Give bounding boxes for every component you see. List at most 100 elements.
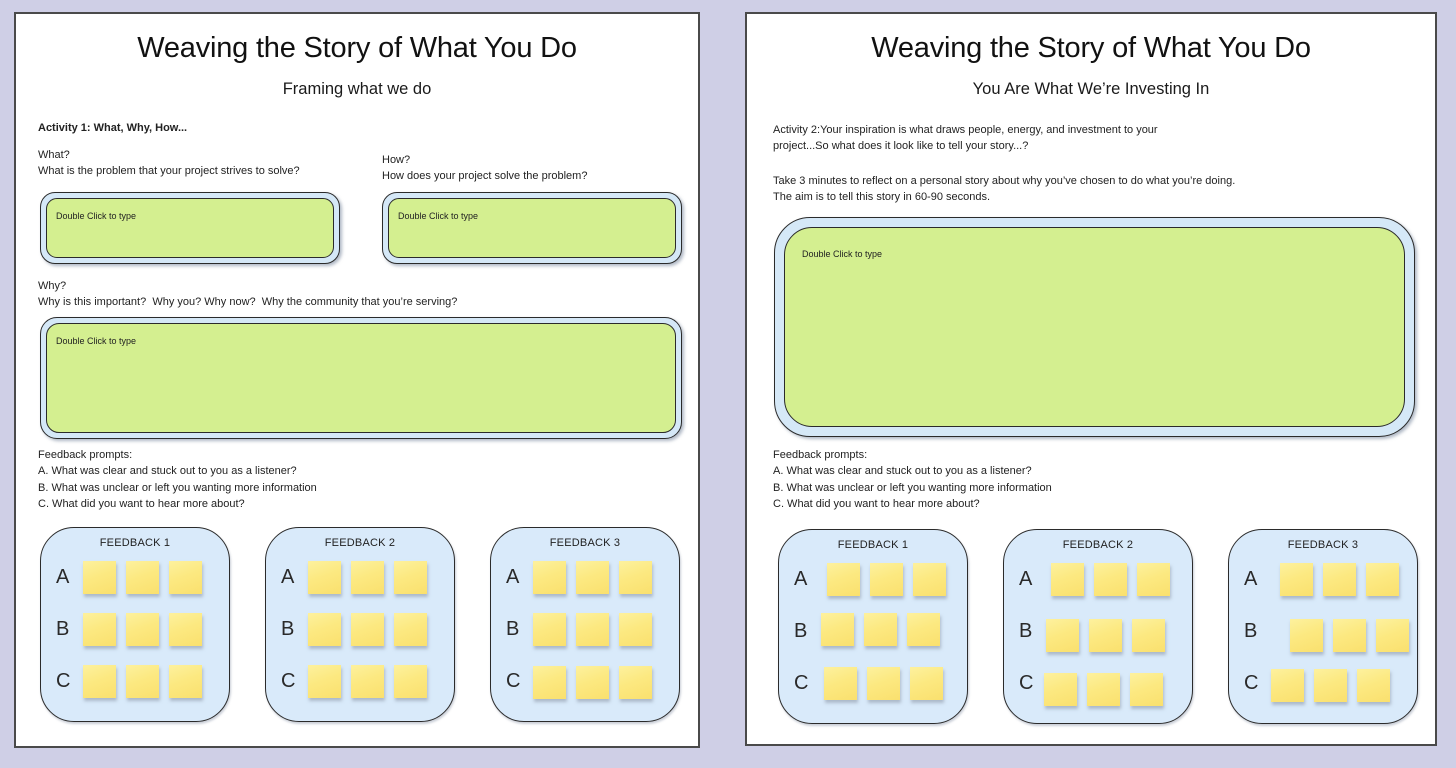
sticky-note[interactable]	[907, 613, 940, 646]
sticky-note[interactable]	[83, 664, 116, 698]
sticky-note[interactable]	[1376, 619, 1409, 652]
sticky-note[interactable]	[126, 612, 159, 646]
sticky-note[interactable]	[1280, 562, 1313, 596]
row-letter: C	[56, 669, 71, 692]
what-textbox[interactable]: Double Click to type	[46, 198, 334, 258]
feedback-prompt-a: A. What was clear and stuck out to you a…	[38, 465, 297, 478]
sticky-note[interactable]	[394, 612, 427, 646]
row-letter: C	[1244, 671, 1259, 694]
sticky-note[interactable]	[821, 613, 854, 646]
feedback-prompt-a: A. What was clear and stuck out to you a…	[773, 465, 1032, 478]
sticky-note[interactable]	[576, 560, 609, 594]
feedback-card-1[interactable]: FEEDBACK 1 A B C	[40, 527, 230, 722]
sticky-note[interactable]	[1130, 673, 1163, 706]
row-letter: A	[794, 567, 808, 590]
feedback-card-2[interactable]: FEEDBACK 2 A B C	[1003, 529, 1193, 724]
sticky-note[interactable]	[308, 560, 341, 594]
sticky-note[interactable]	[394, 664, 427, 698]
row-letter: B	[1244, 619, 1258, 642]
sticky-note[interactable]	[1290, 619, 1323, 652]
feedback-row-c: C	[41, 655, 229, 707]
sticky-note[interactable]	[83, 560, 116, 594]
feedback-card-2[interactable]: FEEDBACK 2 A B C	[265, 527, 455, 722]
how-textbox[interactable]: Double Click to type	[388, 198, 676, 258]
feedback-card-1[interactable]: FEEDBACK 1 A B C	[778, 529, 968, 724]
sticky-note[interactable]	[533, 612, 566, 646]
how-description: How does your project solve the problem?	[382, 170, 588, 182]
how-textbox-container[interactable]: Double Click to type	[382, 192, 682, 264]
why-textbox-container[interactable]: Double Click to type	[40, 317, 682, 439]
how-label: How?	[382, 154, 411, 166]
sticky-note[interactable]	[351, 664, 384, 698]
story-textbox[interactable]: Double Click to type	[784, 227, 1405, 427]
sticky-note[interactable]	[867, 666, 900, 700]
sticky-note[interactable]	[394, 560, 427, 594]
sticky-note[interactable]	[169, 664, 202, 698]
feedback-row-c: C	[491, 655, 679, 707]
sticky-note[interactable]	[864, 613, 897, 646]
sticky-note[interactable]	[83, 612, 116, 646]
page-framing-what-we-do: Weaving the Story of What You Do Framing…	[14, 12, 700, 748]
sticky-note[interactable]	[913, 562, 946, 596]
feedback-row-c: C	[779, 657, 967, 709]
sticky-note[interactable]	[870, 562, 903, 596]
sticky-note[interactable]	[1333, 619, 1366, 652]
feedback-prompt-c: C. What did you want to hear more about?	[773, 497, 980, 510]
what-description: What is the problem that your project st…	[38, 165, 300, 177]
sticky-note[interactable]	[576, 612, 609, 646]
sticky-note[interactable]	[1357, 668, 1390, 702]
sticky-note[interactable]	[1366, 562, 1399, 596]
row-letter: B	[506, 617, 520, 640]
textbox-placeholder: Double Click to type	[56, 211, 137, 221]
feedback-card-title: FEEDBACK 3	[549, 537, 621, 549]
feedback-prompts: Feedback prompts: A. What was clear and …	[38, 447, 317, 512]
sticky-note[interactable]	[1271, 668, 1304, 702]
sticky-note[interactable]	[308, 612, 341, 646]
sticky-note[interactable]	[824, 666, 857, 700]
sticky-note[interactable]	[1132, 618, 1165, 652]
sticky-note[interactable]	[619, 612, 652, 646]
sticky-note[interactable]	[169, 560, 202, 594]
sticky-note[interactable]	[1087, 673, 1120, 706]
sticky-note[interactable]	[1089, 618, 1122, 652]
what-textbox-container[interactable]: Double Click to type	[40, 192, 340, 264]
sticky-note[interactable]	[1314, 668, 1347, 702]
sticky-note[interactable]	[1051, 562, 1084, 596]
why-textbox[interactable]: Double Click to type	[46, 323, 676, 433]
page-subtitle: Framing what we do	[282, 80, 432, 98]
sticky-note[interactable]	[1323, 562, 1356, 596]
why-label: Why?	[38, 280, 67, 292]
row-letter: A	[506, 565, 520, 588]
row-letter: B	[794, 619, 808, 642]
feedback-row-a: A	[779, 553, 967, 605]
sticky-note[interactable]	[619, 666, 652, 699]
sticky-note[interactable]	[533, 666, 566, 699]
row-letter: C	[506, 669, 521, 692]
sticky-note[interactable]	[1137, 562, 1170, 596]
sticky-note[interactable]	[126, 560, 159, 594]
sticky-note[interactable]	[1044, 673, 1077, 706]
sticky-note[interactable]	[910, 666, 943, 700]
row-letter: C	[794, 671, 809, 694]
sticky-note[interactable]	[576, 666, 609, 699]
sticky-note[interactable]	[827, 562, 860, 596]
sticky-note[interactable]	[351, 560, 384, 594]
story-textbox-container[interactable]: Double Click to type	[774, 217, 1415, 437]
sticky-note[interactable]	[1094, 562, 1127, 596]
row-letter: C	[1019, 671, 1034, 694]
sticky-note[interactable]	[619, 560, 652, 594]
sticky-note[interactable]	[308, 664, 341, 698]
activity-heading: Activity 1: What, Why, How...	[38, 122, 188, 134]
feedback-row-a: A	[41, 551, 229, 603]
feedback-card-title: FEEDBACK 3	[1287, 539, 1359, 551]
sticky-note[interactable]	[169, 612, 202, 646]
row-letter: B	[56, 617, 70, 640]
feedback-prompts-heading: Feedback prompts:	[38, 449, 133, 461]
feedback-card-3[interactable]: FEEDBACK 3 A B C	[1228, 529, 1418, 724]
sticky-note[interactable]	[533, 560, 566, 594]
sticky-note[interactable]	[126, 664, 159, 698]
sticky-note[interactable]	[1046, 618, 1079, 652]
feedback-card-title: FEEDBACK 2	[324, 537, 396, 549]
feedback-card-3[interactable]: FEEDBACK 3 A B C	[490, 527, 680, 722]
sticky-note[interactable]	[351, 612, 384, 646]
